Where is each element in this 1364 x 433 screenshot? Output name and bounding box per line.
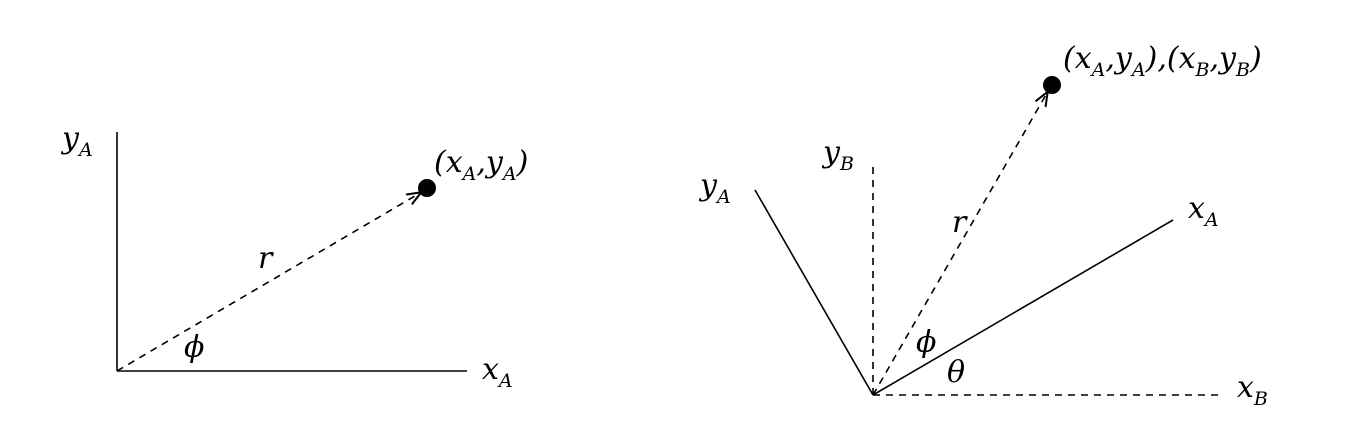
left-point-dot [418,179,436,197]
left-radius-label: r [258,241,274,276]
right-xB-axis-label: xB [1237,370,1268,410]
right-yA-axis [754,189,874,396]
right-xA-axis-label: xA [1188,191,1219,231]
left-angle-phi-label: ϕ [184,330,204,365]
right-angle-theta-label: θ [947,355,965,390]
right-radius-label: r [952,205,968,240]
left-point-label: (xA,yA) [434,145,528,185]
right-xA-axis [872,219,1174,396]
right-radius-vector [872,93,1047,396]
left-radius-vector [116,193,420,372]
right-angle-phi-label: ϕ [916,325,936,360]
right-yB-axis-label: yB [821,135,854,175]
left-panel: yA xA (xA,yA) r ϕ [60,121,528,392]
left-y-axis-label: yA [60,121,93,161]
right-panel: yA yB xA xB (xA,yA),(xB,yB) r ϕ θ [698,41,1268,410]
left-x-axis-label: xA [482,352,513,392]
right-yA-axis-label: yA [698,168,731,208]
right-point-label: (xA,yA),(xB,yB) [1063,41,1262,81]
right-point-dot [1043,76,1061,94]
